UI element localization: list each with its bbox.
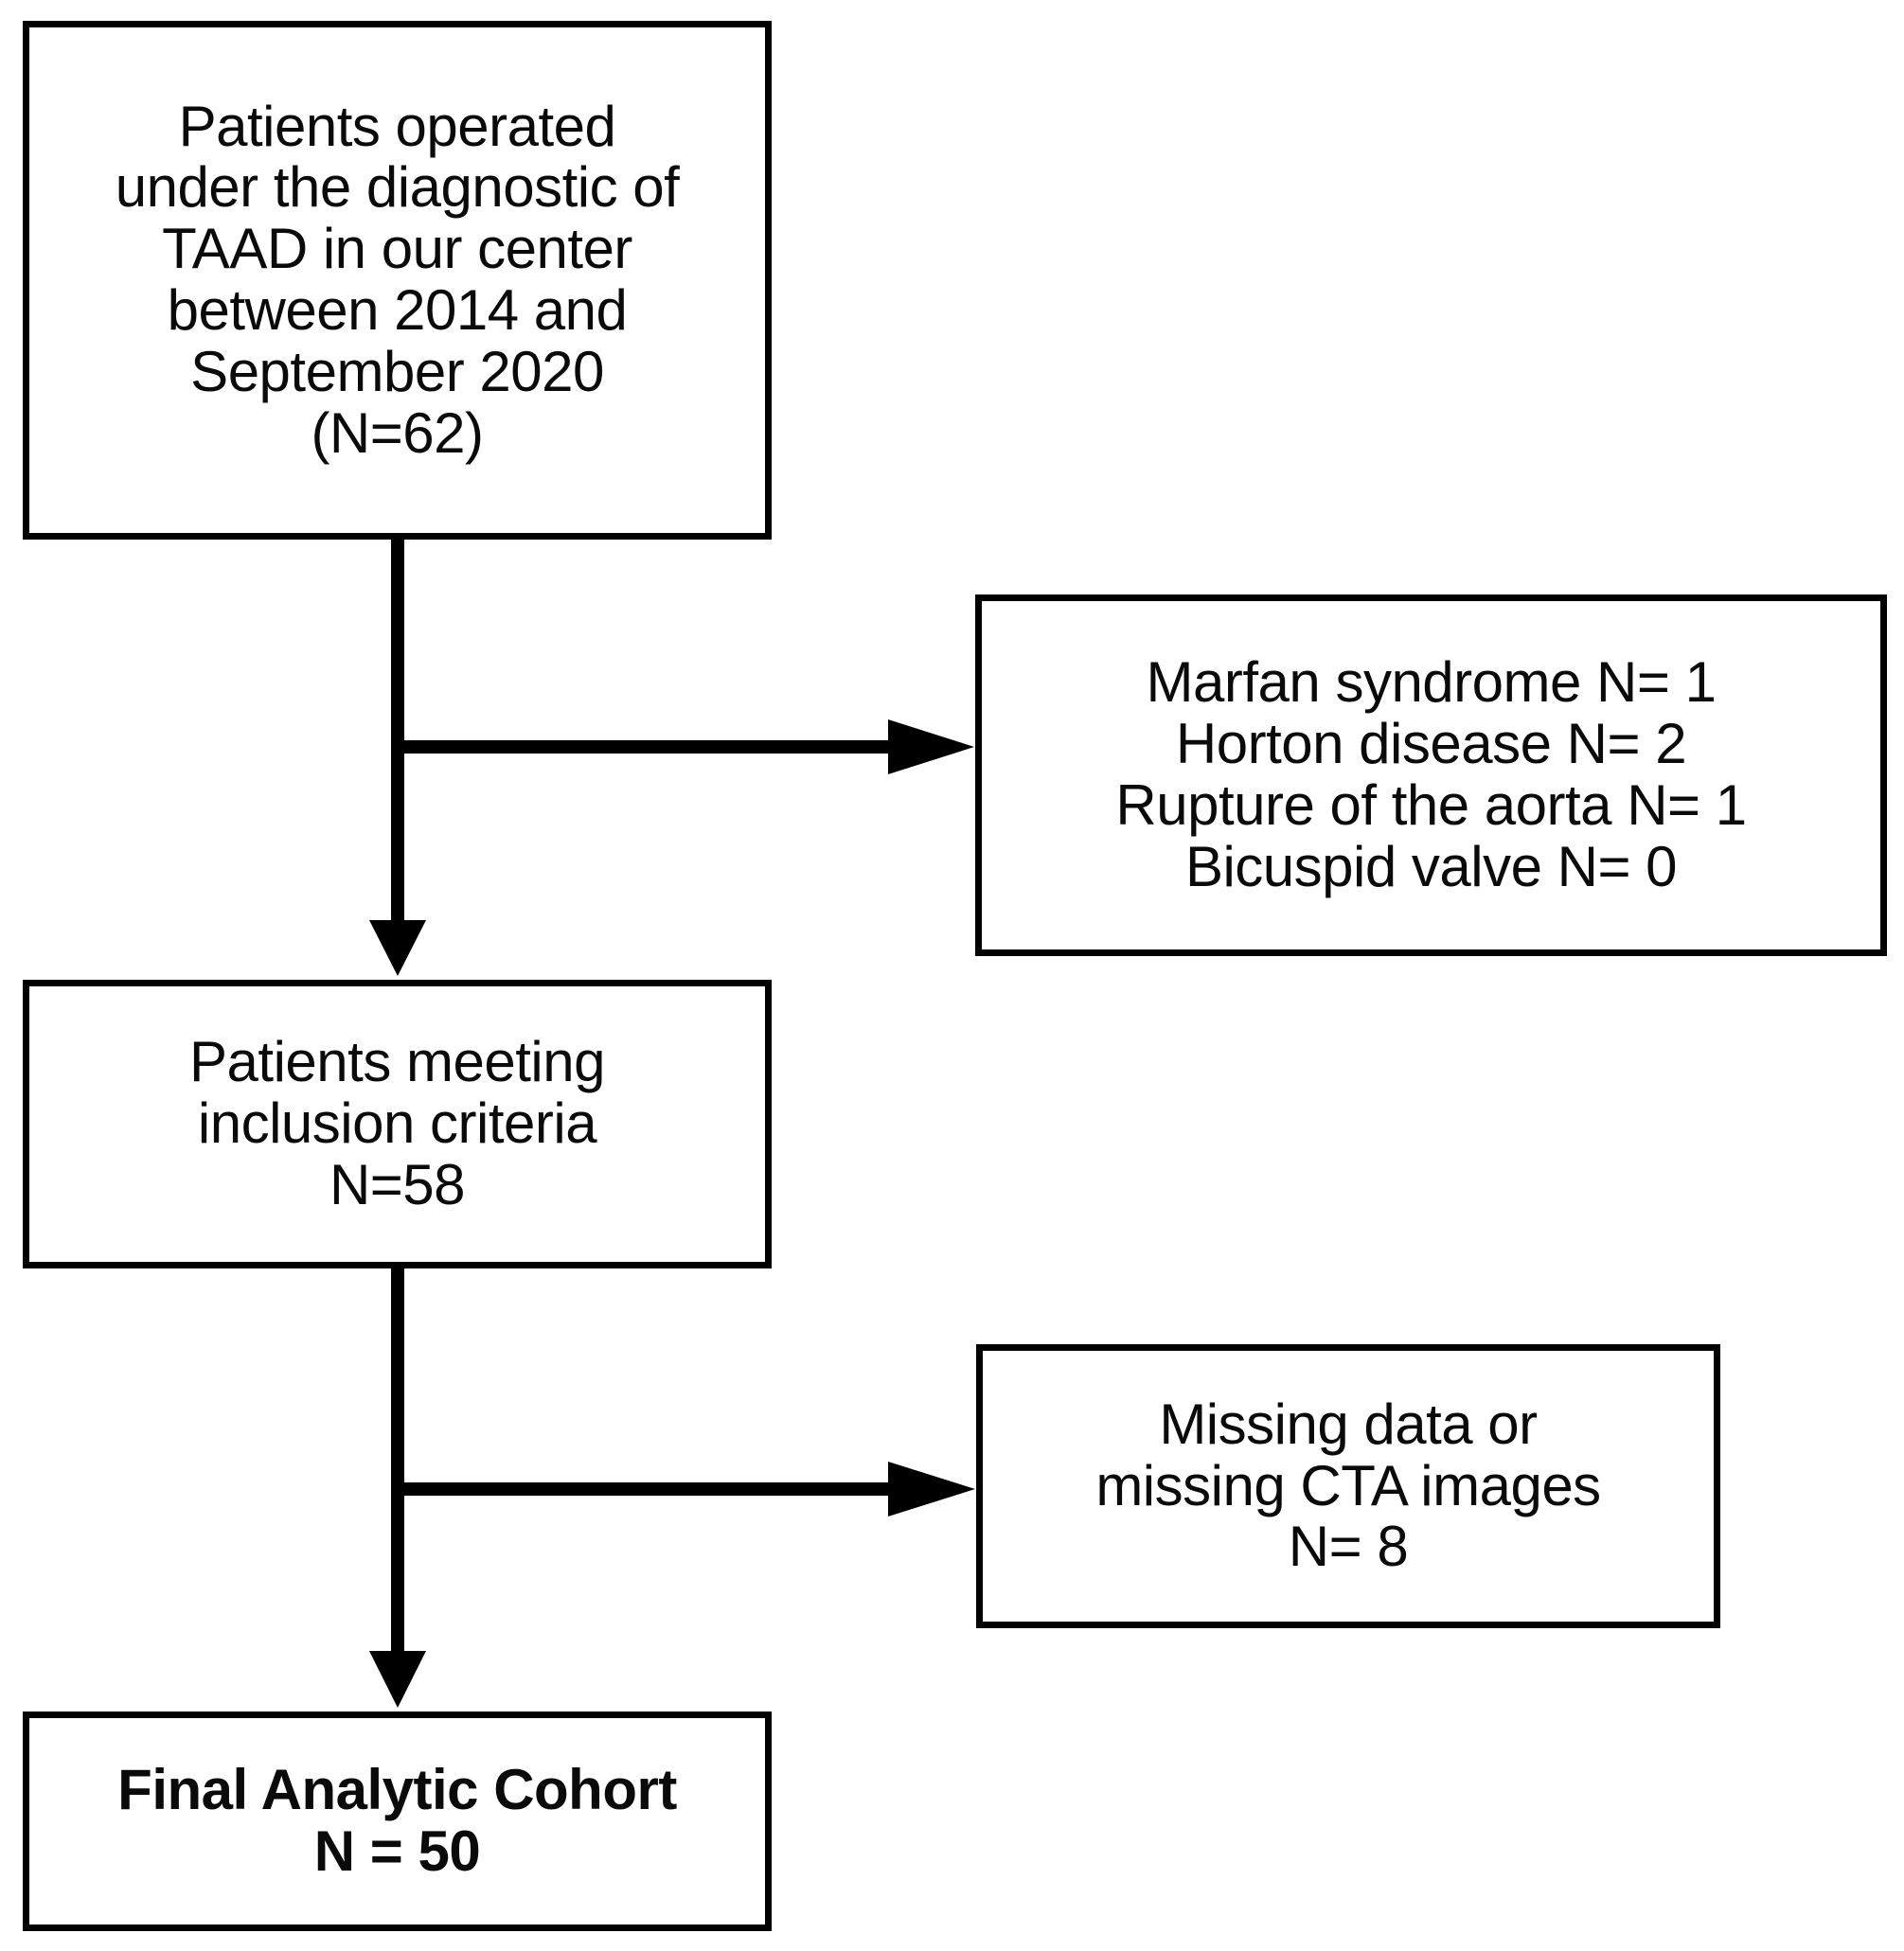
node-inclusion-criteria: Patients meeting inclusion criteria N=58	[23, 980, 772, 1268]
node-excluded-missing: Missing data or missing CTA images N= 8	[976, 1344, 1720, 1628]
node-excluded-diagnoses-line-3: Rupture of the aorta N= 1	[1115, 773, 1747, 837]
connector-source-to-inclusion	[369, 540, 426, 976]
node-inclusion-criteria-line-3: N=58	[329, 1152, 466, 1216]
connector-inclusion-to-excluded-missing	[398, 1462, 975, 1516]
node-cohort-source: Patients operated under the diagnostic o…	[23, 21, 772, 540]
node-final-cohort-line-1: Final Analytic Cohort	[117, 1758, 677, 1822]
node-cohort-source-line-6: (N=62)	[311, 400, 484, 465]
node-cohort-source-line-1: Patients operated	[178, 94, 616, 158]
connector-inclusion-to-final	[369, 1268, 426, 1708]
connector-source-to-excluded-diagnoses	[398, 719, 974, 774]
node-cohort-source-line-4: between 2014 and	[167, 278, 628, 342]
node-final-cohort: Final Analytic Cohort N = 50	[23, 1712, 772, 1931]
node-excluded-missing-line-1: Missing data or	[1159, 1392, 1538, 1456]
node-excluded-missing-line-3: N= 8	[1288, 1515, 1409, 1579]
node-excluded-diagnoses-line-2: Horton disease N= 2	[1175, 712, 1687, 776]
node-excluded-diagnoses-line-1: Marfan syndrome N= 1	[1146, 650, 1717, 715]
node-excluded-diagnoses: Marfan syndrome N= 1 Horton disease N= 2…	[975, 594, 1887, 956]
node-final-cohort-line-2: N = 50	[313, 1819, 481, 1883]
node-cohort-source-line-5: September 2020	[190, 339, 604, 403]
node-excluded-diagnoses-line-4: Bicuspid valve N= 0	[1184, 834, 1678, 898]
node-cohort-source-line-3: TAAD in our center	[162, 217, 632, 281]
node-inclusion-criteria-line-2: inclusion criteria	[197, 1091, 597, 1156]
node-inclusion-criteria-line-1: Patients meeting	[189, 1030, 605, 1094]
node-excluded-missing-line-2: missing CTA images	[1095, 1453, 1601, 1517]
node-cohort-source-line-2: under the diagnostic of	[115, 155, 680, 220]
